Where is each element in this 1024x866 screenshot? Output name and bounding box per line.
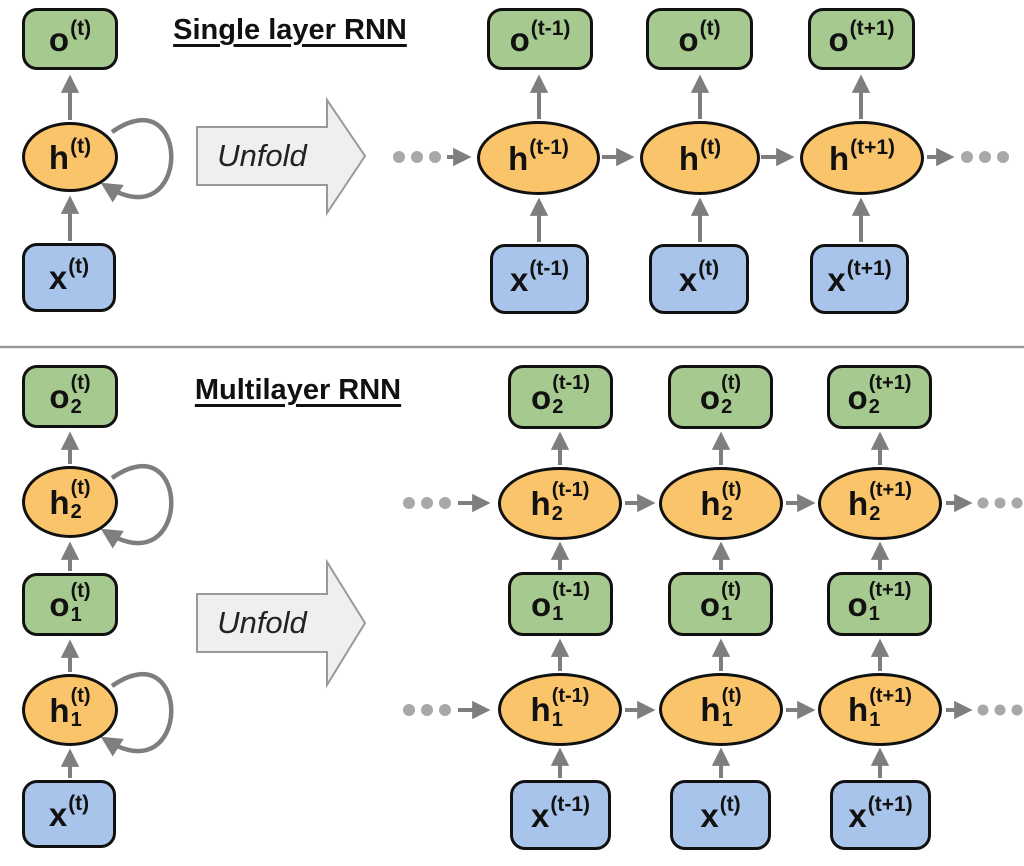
input-node-folded: x(t) [22, 243, 116, 312]
node-label: h(t+1)1 [848, 684, 912, 731]
ellipsis-dot [977, 704, 989, 716]
node-label: h(t-1) [508, 135, 569, 177]
node-label: o(t-1)2 [531, 372, 590, 418]
ellipsis-dot [977, 497, 989, 509]
output1-node-t-1: o(t-1)1 [508, 572, 613, 636]
ellipsis-dot [979, 151, 991, 163]
node-label: o(t+1)1 [847, 579, 912, 625]
input-node-folded-multilayer: x(t) [22, 780, 116, 848]
node-label: h(t) [678, 135, 722, 177]
hidden2-node-folded: h(t)2 [22, 466, 118, 538]
node-label: x(t) [48, 255, 90, 296]
output2-node-folded: o(t)2 [22, 365, 118, 428]
top-folded-arrows [60, 74, 174, 241]
ellipsis-dot [994, 497, 1006, 509]
node-label: o(t+1)2 [847, 372, 912, 418]
output-node-t-1: o(t-1) [487, 8, 593, 70]
bottom-unfolded-vertical-arrows [550, 431, 890, 778]
bottom-unfolded-h2-row-arrows [403, 493, 1023, 513]
node-label: o(t)2 [699, 372, 742, 418]
node-label: o(t-1) [509, 16, 571, 58]
node-label: x(t+1) [848, 792, 913, 834]
node-label: x(t) [678, 256, 720, 298]
ellipsis-dot [421, 497, 433, 509]
ellipsis-dot [1011, 704, 1023, 716]
hidden2-node-t: h(t)2 [659, 467, 783, 540]
output-node-t: o(t) [646, 8, 753, 70]
node-label: o(t) [48, 16, 92, 58]
output2-node-t-1: o(t-1)2 [508, 365, 613, 429]
hidden-node-folded: h(t) [22, 122, 118, 192]
output-node-folded: o(t) [22, 8, 118, 70]
ellipsis-dot [403, 704, 415, 716]
node-label: h(t) [48, 134, 92, 176]
section-title-single-layer: Single layer RNN [173, 14, 407, 46]
ellipsis-dot [997, 151, 1009, 163]
node-label: x(t-1) [530, 792, 590, 834]
hidden1-node-t+1: h(t+1)1 [818, 673, 942, 746]
unfold-block-arrow-top [196, 96, 367, 217]
unfold-label-bottom: Unfold [217, 605, 307, 640]
self-loop-icon [100, 117, 174, 203]
node-label: x(t) [700, 792, 741, 834]
hidden-node-t-1: h(t-1) [477, 121, 600, 195]
hidden1-node-t-1: h(t-1)1 [498, 673, 622, 746]
output2-node-t+1: o(t+1)2 [827, 365, 932, 429]
bottom-folded-arrows [60, 431, 174, 778]
node-label: x(t+1) [827, 256, 892, 298]
input-node-t: x(t) [649, 244, 749, 314]
self-loop-icon [100, 463, 174, 549]
ellipsis-dot [393, 151, 405, 163]
unfold-block-arrow-bottom [196, 558, 367, 689]
output1-node-t+1: o(t+1)1 [827, 572, 932, 636]
ellipsis-dot [1011, 497, 1023, 509]
hidden2-node-t+1: h(t+1)2 [818, 467, 942, 540]
node-label: o(t+1) [828, 16, 895, 58]
input-node-multilayer-t: x(t) [670, 780, 771, 850]
ellipsis-dot [994, 704, 1006, 716]
node-label: o(t) [678, 16, 721, 58]
node-label: h(t)2 [49, 477, 91, 523]
node-label: h(t+1)2 [848, 478, 912, 525]
node-label: h(t-1)1 [530, 684, 590, 731]
output1-node-t: o(t)1 [668, 572, 773, 636]
node-label: o(t)1 [699, 579, 742, 625]
input-node-t+1: x(t+1) [810, 244, 909, 314]
input-node-multilayer-t-1: x(t-1) [510, 780, 611, 850]
hidden1-node-folded: h(t)1 [22, 674, 118, 746]
ellipsis-dot [429, 151, 441, 163]
ellipsis-dot [439, 704, 451, 716]
node-label: h(t)1 [49, 685, 91, 731]
output1-node-folded: o(t)1 [22, 573, 118, 636]
node-label: h(t)2 [700, 478, 742, 525]
node-label: h(t)1 [700, 684, 742, 731]
unfold-label-top: Unfold [217, 138, 307, 173]
output2-node-t: o(t)2 [668, 365, 773, 429]
node-label: h(t+1) [828, 135, 896, 177]
hidden1-node-t: h(t)1 [659, 673, 783, 746]
hidden2-node-t-1: h(t-1)2 [498, 467, 622, 540]
node-label: o(t)1 [49, 579, 91, 626]
ellipsis-dot [961, 151, 973, 163]
input-node-multilayer-t+1: x(t+1) [830, 780, 931, 850]
ellipsis-dot [403, 497, 415, 509]
ellipsis-dot [421, 704, 433, 716]
hidden-node-t+1: h(t+1) [800, 121, 924, 195]
top-unfolded-arrows [393, 74, 1009, 242]
node-label: o(t)2 [49, 371, 91, 418]
node-label: h(t-1)2 [530, 478, 590, 525]
node-label: x(t) [48, 791, 90, 833]
ellipsis-dot [411, 151, 423, 163]
node-label: x(t-1) [509, 256, 569, 298]
output-node-t+1: o(t+1) [808, 8, 915, 70]
section-title-multilayer: Multilayer RNN [194, 374, 402, 406]
bottom-unfolded-h1-row-arrows [403, 700, 1023, 720]
node-label: o(t-1)1 [531, 579, 590, 625]
self-loop-icon [100, 671, 174, 757]
input-node-t-1: x(t-1) [490, 244, 589, 314]
ellipsis-dot [439, 497, 451, 509]
hidden-node-t: h(t) [640, 121, 760, 195]
